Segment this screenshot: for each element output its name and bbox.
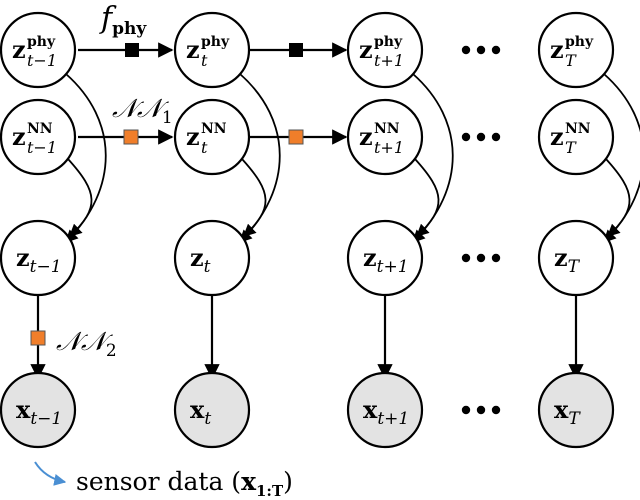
legend-text: sensor data (x1:T) xyxy=(76,467,293,500)
node-label: zt xyxy=(190,243,211,277)
nn1-label: 𝒩𝒩1 xyxy=(112,94,173,128)
node-z-t: zt xyxy=(173,219,251,297)
node-x-T: xT xyxy=(537,371,615,449)
ellipsis xyxy=(461,253,501,263)
legend-arrow xyxy=(34,461,67,486)
node-z-T: zT xyxy=(537,219,615,297)
ellipsis xyxy=(461,405,501,415)
node-z-t-1: zt−1 xyxy=(0,219,77,297)
nn1-factor-2 xyxy=(288,129,304,145)
node-x-t+1: xt+1 xyxy=(346,371,424,449)
node-label: xt+1 xyxy=(363,395,409,429)
f-phy-factor-2 xyxy=(289,43,303,57)
f-phy-label: fphy xyxy=(99,1,147,39)
edge-nn-to-z xyxy=(67,158,93,237)
nn2-factor xyxy=(30,330,46,346)
node-label: xT xyxy=(554,395,581,429)
ellipsis xyxy=(461,45,501,55)
node-label: xt−1 xyxy=(16,395,62,429)
ellipsis xyxy=(461,132,501,142)
node-x-t: xt xyxy=(173,371,251,449)
f-phy-factor-1 xyxy=(125,43,139,57)
nn1-factor-1 xyxy=(123,129,139,145)
edge-nn-to-z xyxy=(605,158,631,237)
node-z-t+1: zt+1 xyxy=(346,219,424,297)
edge-phy-to-z xyxy=(603,73,640,243)
node-label: zt+1 xyxy=(363,243,409,277)
node-label: zT xyxy=(554,243,581,277)
nn2-label: 𝒩𝒩2 xyxy=(56,327,117,361)
edge-nn-to-z xyxy=(241,158,267,237)
node-label: zt−1 xyxy=(16,243,62,277)
edge-nn-to-z xyxy=(414,158,440,237)
node-label: xt xyxy=(190,395,211,429)
node-x-t-1: xt−1 xyxy=(0,371,77,449)
